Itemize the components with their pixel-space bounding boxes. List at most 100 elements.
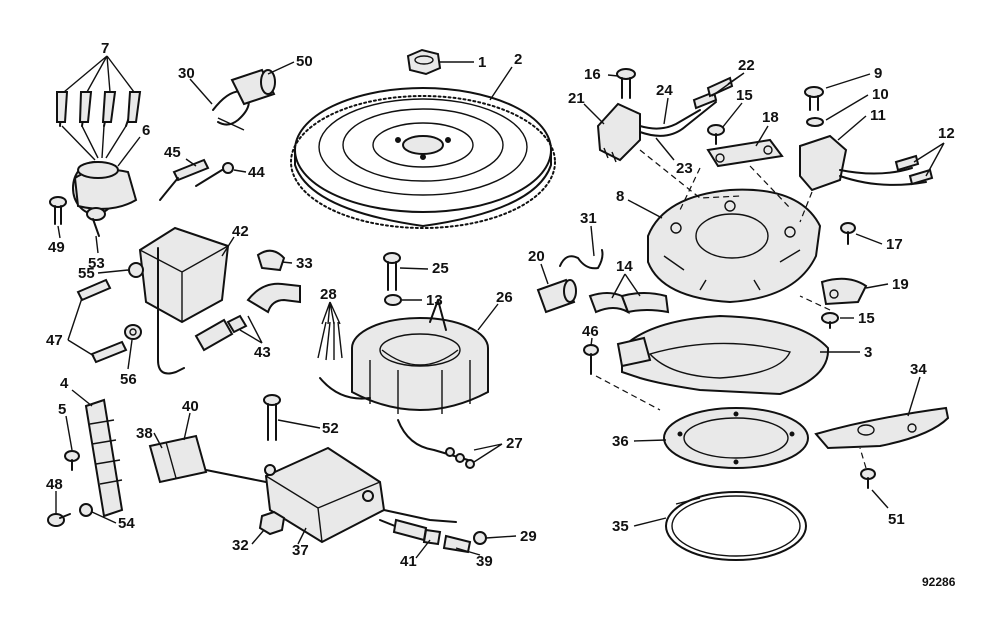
ring-35 bbox=[665, 491, 807, 561]
bolt-52 bbox=[263, 394, 281, 441]
callout-1: 1 bbox=[478, 54, 486, 71]
retainer-19 bbox=[820, 277, 868, 306]
callout-56: 56 bbox=[120, 371, 137, 388]
callout-41: 41 bbox=[400, 553, 417, 570]
callout-36: 36 bbox=[612, 433, 629, 450]
callout-14: 14 bbox=[616, 258, 633, 275]
callout-13: 13 bbox=[426, 292, 443, 309]
callout-27: 27 bbox=[506, 435, 523, 452]
bolt-25 bbox=[383, 252, 401, 291]
lead-terminals-12 bbox=[894, 154, 934, 186]
callout-3: 3 bbox=[864, 344, 872, 361]
plunger-20 bbox=[536, 278, 577, 314]
callout-15-bottom: 15 bbox=[858, 310, 875, 327]
callout-50: 50 bbox=[296, 53, 313, 70]
plate-3 bbox=[616, 314, 830, 396]
part-drawings bbox=[47, 48, 950, 561]
timer-base-sensor-21 bbox=[596, 101, 717, 163]
clip-30 bbox=[212, 90, 250, 131]
washer-54 bbox=[79, 503, 93, 517]
terminal-39 bbox=[442, 534, 472, 554]
screw-48 bbox=[47, 513, 71, 527]
callout-51: 51 bbox=[888, 511, 905, 528]
clamp-33 bbox=[256, 249, 286, 272]
callout-7: 7 bbox=[101, 40, 109, 57]
figure-code: 92286 bbox=[922, 575, 956, 589]
washer-55 bbox=[128, 262, 144, 278]
nut-29 bbox=[473, 531, 487, 545]
retainer-ring-36 bbox=[663, 407, 809, 469]
washer-13 bbox=[384, 294, 402, 306]
screw-51 bbox=[860, 468, 876, 489]
callout-19: 19 bbox=[892, 276, 909, 293]
callout-38: 38 bbox=[136, 425, 153, 442]
callout-54: 54 bbox=[118, 515, 135, 532]
callout-44: 44 bbox=[248, 164, 265, 181]
callout-4: 4 bbox=[60, 375, 69, 392]
stator bbox=[351, 299, 489, 414]
callout-25: 25 bbox=[432, 260, 449, 277]
callout-35: 35 bbox=[612, 518, 629, 535]
flywheel-nut bbox=[406, 48, 442, 76]
lead-terminals-22 bbox=[692, 76, 734, 110]
callout-29: 29 bbox=[520, 528, 537, 545]
callout-47: 47 bbox=[46, 332, 63, 349]
cam-34 bbox=[814, 406, 950, 450]
power-pack-37 bbox=[264, 446, 457, 544]
callout-22: 22 bbox=[738, 57, 755, 74]
screw-15-bottom bbox=[821, 312, 839, 329]
callout-20: 20 bbox=[528, 248, 545, 265]
retainer-18 bbox=[706, 138, 784, 168]
nut-32 bbox=[258, 510, 286, 536]
callout-42: 42 bbox=[232, 223, 249, 240]
callout-32: 32 bbox=[232, 537, 249, 554]
callout-6: 6 bbox=[142, 122, 150, 139]
elbow-43 bbox=[194, 282, 301, 352]
terminal-block bbox=[84, 398, 124, 518]
condenser-50 bbox=[230, 68, 276, 106]
callout-33: 33 bbox=[296, 255, 313, 272]
screw-53 bbox=[86, 207, 106, 237]
connector-40 bbox=[148, 434, 267, 484]
ignition-coil bbox=[72, 161, 138, 215]
callout-40: 40 bbox=[182, 398, 199, 415]
screw-49 bbox=[49, 196, 67, 225]
callout-2: 2 bbox=[514, 51, 522, 68]
callout-17: 17 bbox=[886, 236, 903, 253]
washer-56 bbox=[124, 324, 142, 340]
callout-46: 46 bbox=[582, 323, 599, 340]
stator-leads bbox=[397, 419, 475, 469]
screw-15-top bbox=[707, 124, 725, 145]
callout-10: 10 bbox=[872, 86, 889, 103]
hose-14 bbox=[588, 292, 670, 315]
wire-ends-28 bbox=[317, 321, 371, 400]
power-pack bbox=[138, 177, 230, 375]
callout-12: 12 bbox=[938, 125, 955, 142]
alignment-lines bbox=[595, 149, 867, 469]
callout-11: 11 bbox=[870, 107, 886, 124]
callout-9: 9 bbox=[874, 65, 882, 82]
callout-52: 52 bbox=[322, 420, 339, 437]
screw-17 bbox=[840, 222, 856, 245]
timer-base bbox=[647, 188, 822, 304]
callout-55: 55 bbox=[78, 265, 95, 282]
callout-18: 18 bbox=[762, 109, 779, 126]
screw-16 bbox=[616, 68, 636, 99]
screws-47 bbox=[76, 278, 128, 364]
callout-31: 31 bbox=[580, 210, 597, 227]
callout-45: 45 bbox=[164, 144, 181, 161]
callout-43: 43 bbox=[254, 344, 271, 361]
callout-numbers: 1 2 3 4 5 6 7 8 9 10 11 12 13 14 15 15 1… bbox=[46, 40, 956, 589]
callout-37: 37 bbox=[292, 542, 309, 559]
terminal-44 bbox=[195, 162, 234, 187]
callout-39: 39 bbox=[476, 553, 493, 570]
callout-30: 30 bbox=[178, 65, 195, 82]
callout-53: 53 bbox=[88, 255, 105, 272]
leader-lines bbox=[55, 55, 945, 559]
callout-24: 24 bbox=[656, 82, 673, 99]
callout-23: 23 bbox=[676, 160, 693, 177]
callout-8: 8 bbox=[616, 188, 624, 205]
callout-28: 28 bbox=[320, 286, 337, 303]
callout-48: 48 bbox=[46, 476, 63, 493]
